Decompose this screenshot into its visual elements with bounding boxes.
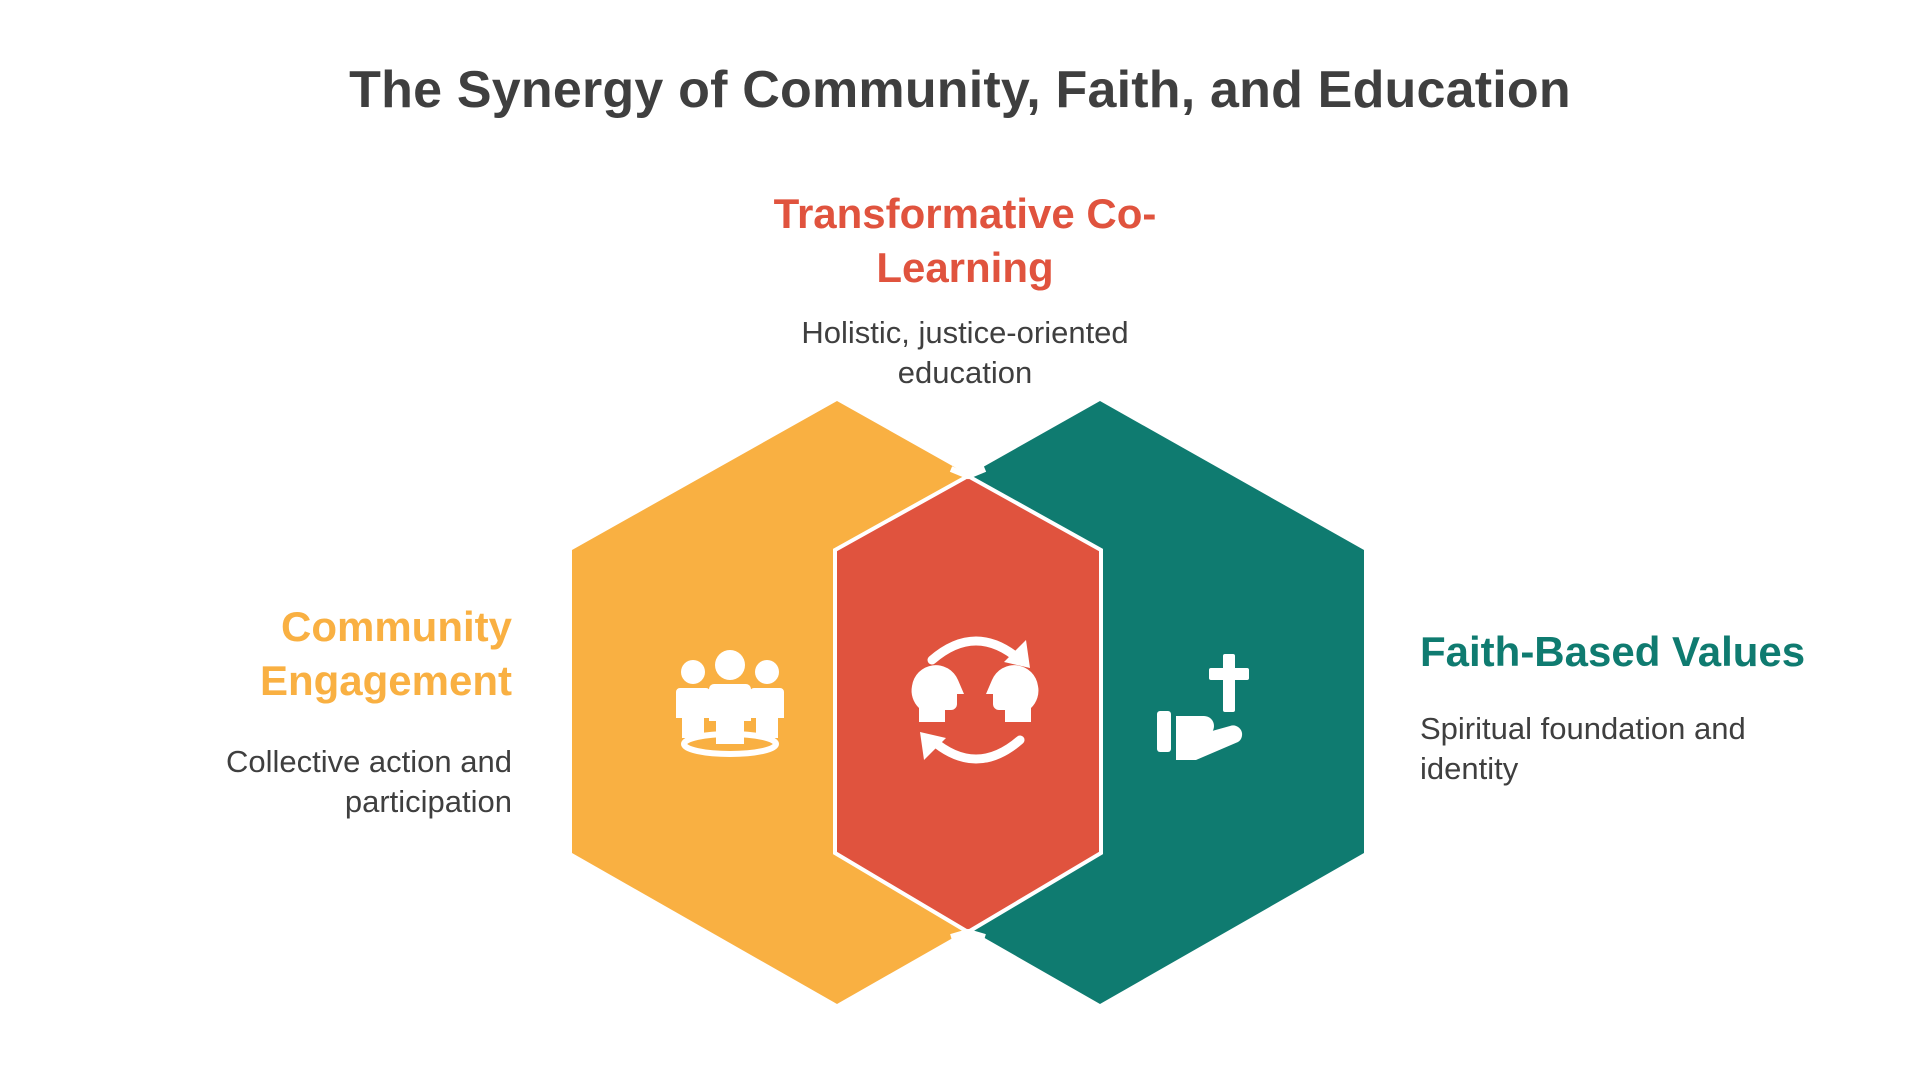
learning-text-block: Transformative Co- Learning Holistic, ju… <box>745 187 1185 393</box>
group-people-icon <box>676 650 784 757</box>
learning-heading: Transformative Co- Learning <box>773 190 1157 291</box>
page-title: The Synergy of Community, Faith, and Edu… <box>349 61 1571 119</box>
hand-cross-icon <box>1157 654 1249 760</box>
faith-heading: Faith-Based Values <box>1420 628 1806 675</box>
community-description: Collective action and participation <box>225 744 512 819</box>
faith-description: Spiritual foundation and identity <box>1420 711 1746 786</box>
learning-hexagon <box>833 473 1103 935</box>
learning-description: Holistic, justice-oriented education <box>801 315 1129 390</box>
exchange-heads-icon <box>911 636 1039 764</box>
community-text-block: Community Engagement Collective action a… <box>170 600 512 822</box>
faith-text-block: Faith-Based Values Spiritual foundation … <box>1420 625 1840 789</box>
community-heading: Community Engagement <box>259 603 512 704</box>
